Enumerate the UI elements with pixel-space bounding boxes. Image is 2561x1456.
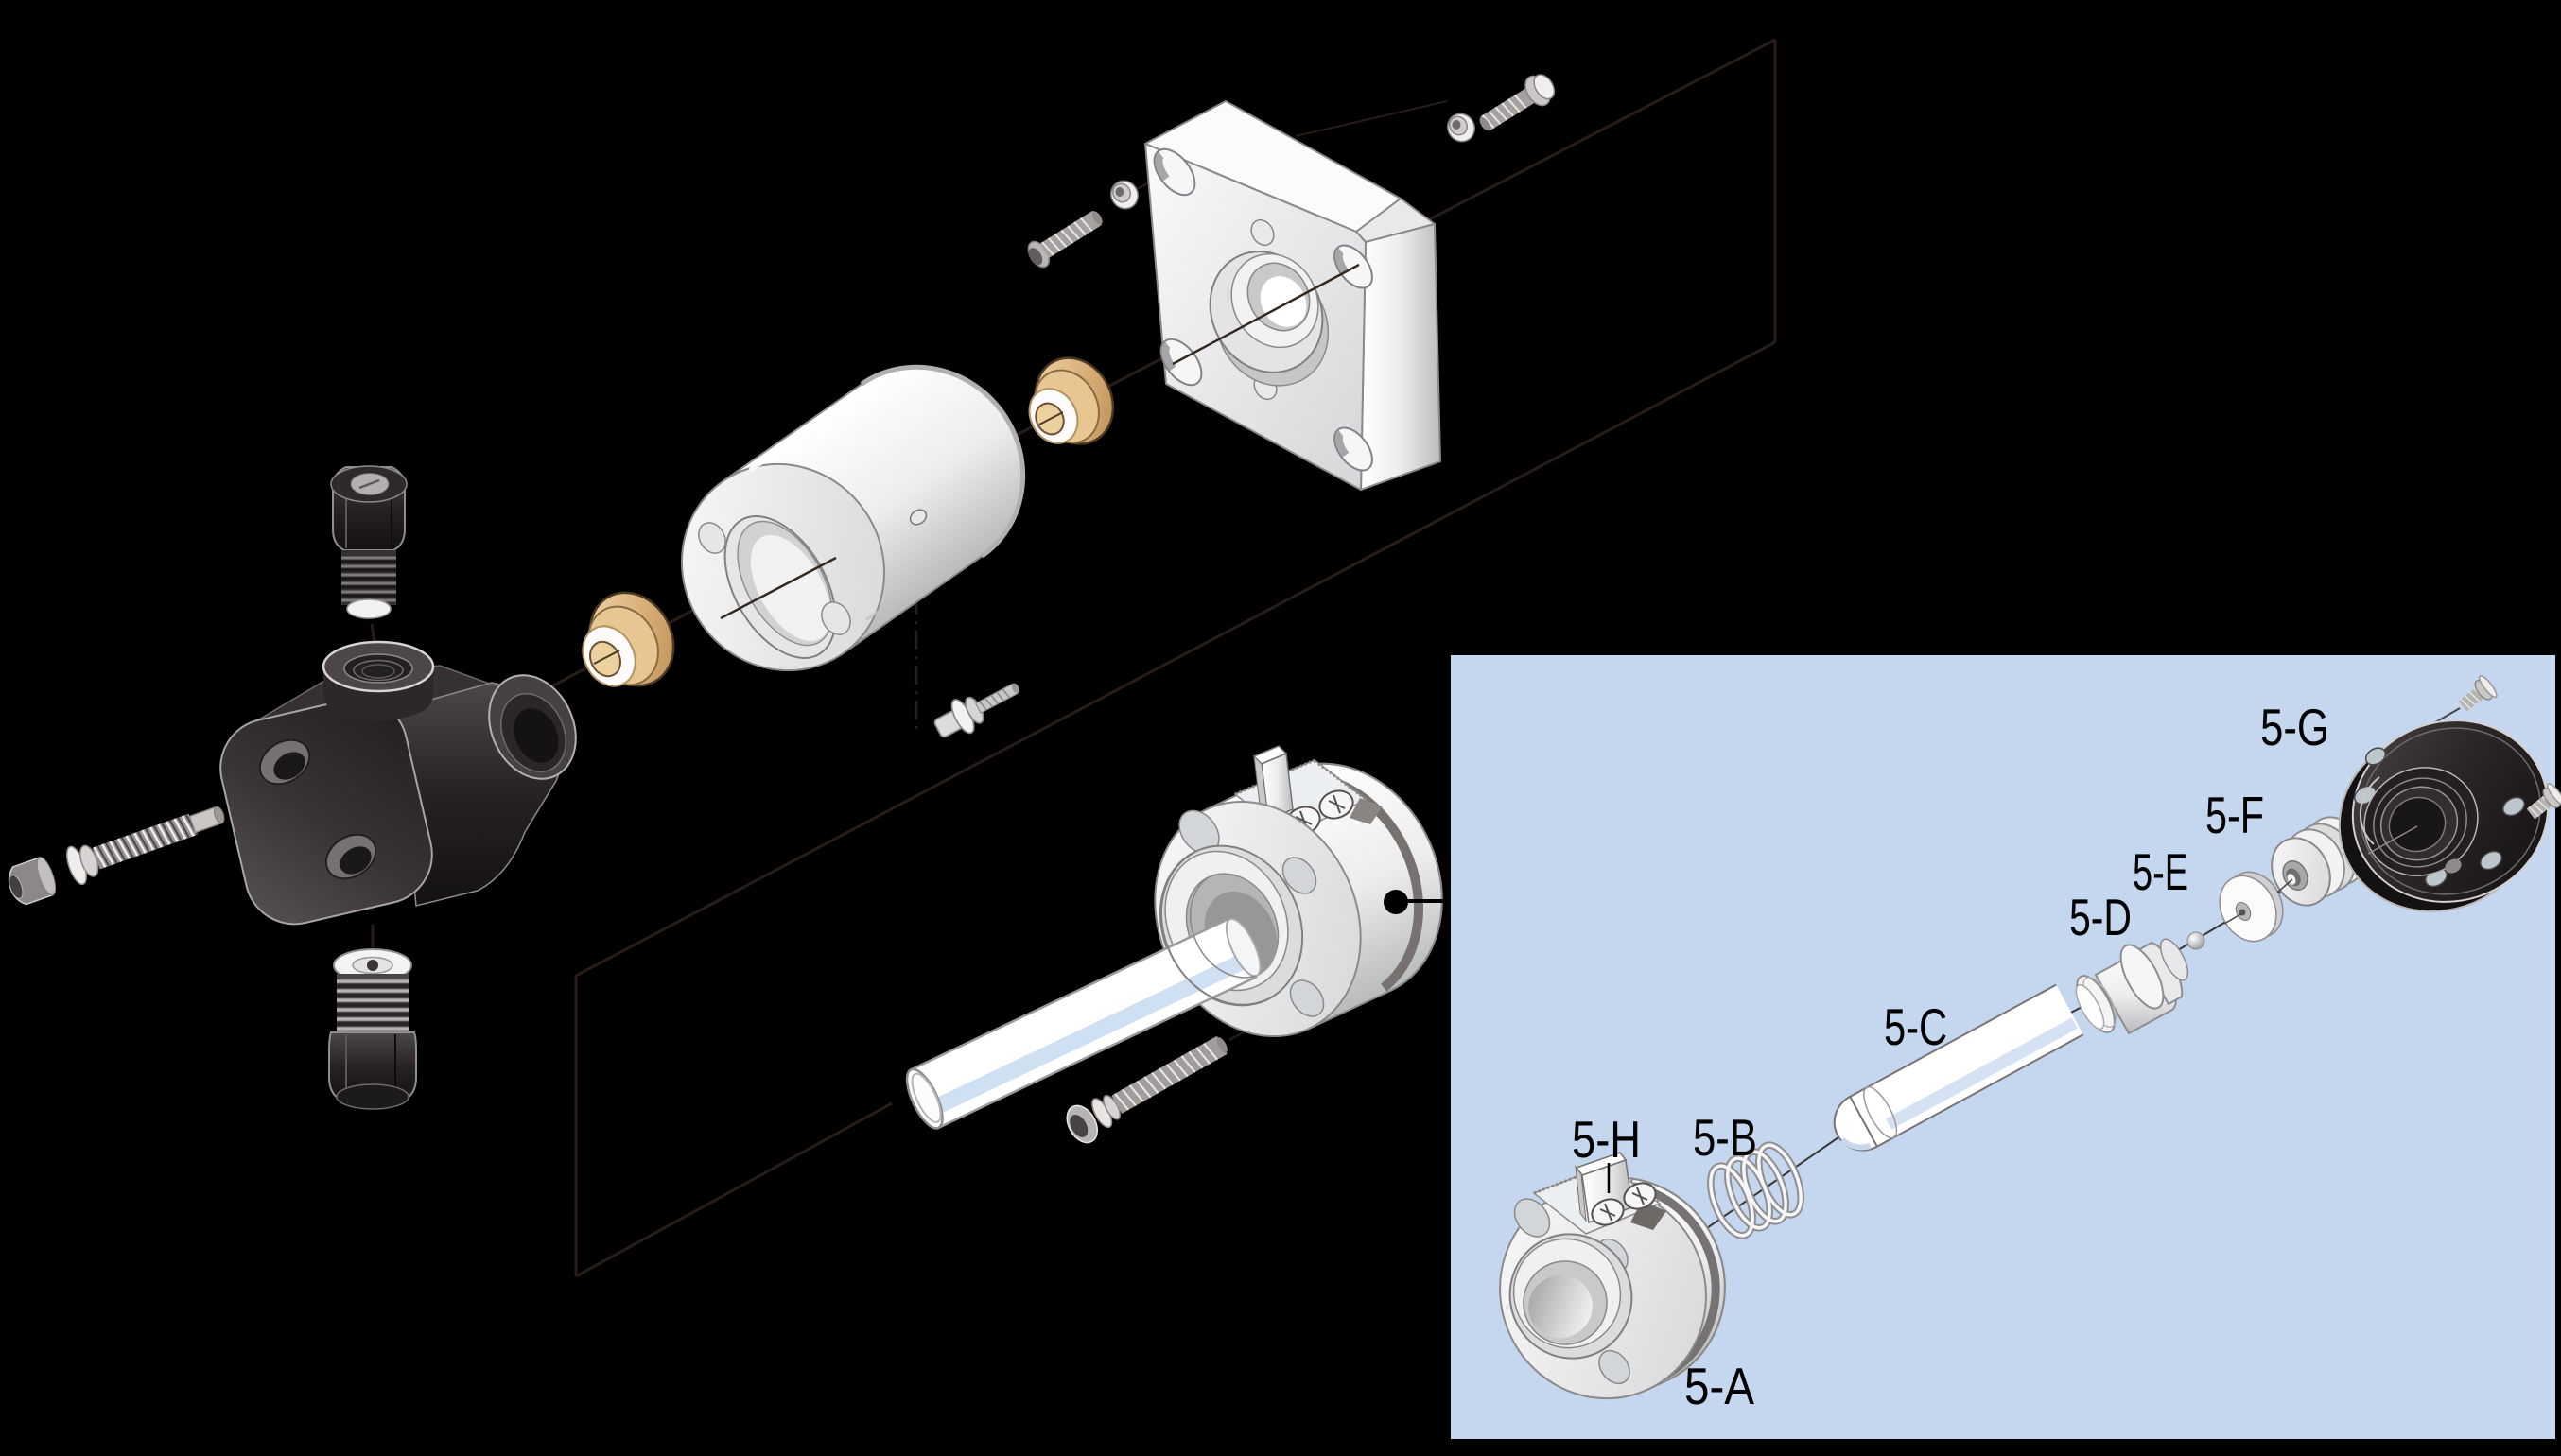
- svg-text:5-F: 5-F: [2205, 786, 2264, 844]
- svg-text:5-E: 5-E: [2133, 842, 2188, 901]
- svg-text:5-C: 5-C: [1884, 997, 1947, 1056]
- svg-text:5-G: 5-G: [2260, 698, 2329, 756]
- svg-text:5-H: 5-H: [1572, 1110, 1641, 1169]
- svg-text:5-D: 5-D: [2069, 888, 2132, 946]
- svg-text:5-A: 5-A: [1684, 1357, 1754, 1415]
- svg-text:5-B: 5-B: [1693, 1108, 1757, 1167]
